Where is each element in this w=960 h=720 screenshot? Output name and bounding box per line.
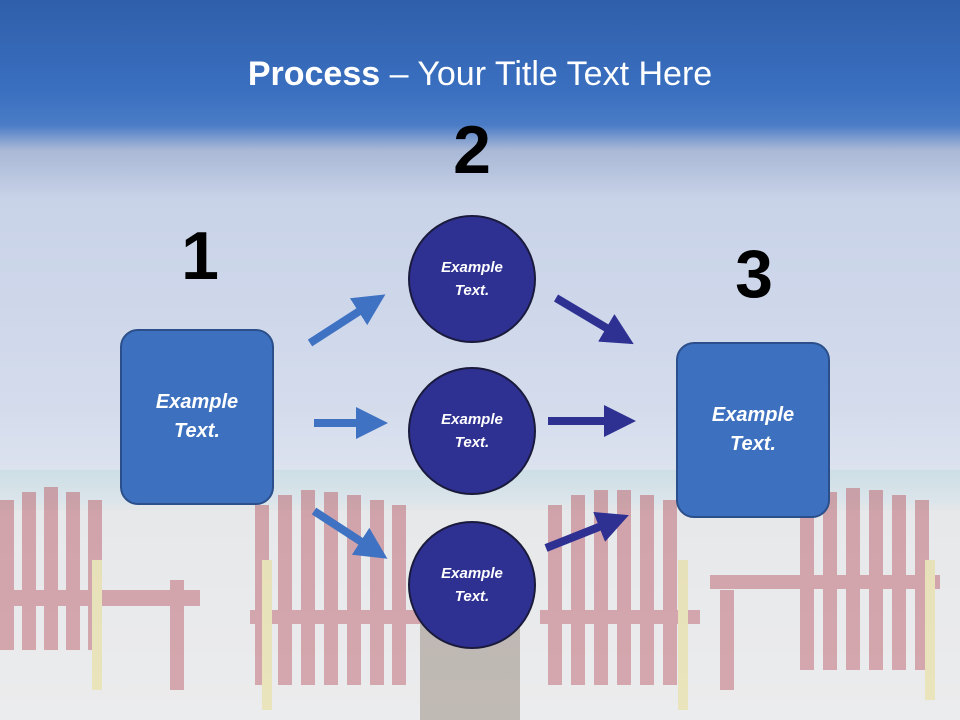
- title-bold: Process: [247, 55, 381, 93]
- bottom-process-circle[interactable]: Example Text.: [408, 521, 536, 649]
- step-number-1: 1: [181, 218, 219, 294]
- middle-process-circle[interactable]: Example Text.: [408, 367, 536, 495]
- step-number-2: 2: [453, 112, 491, 188]
- arrow-left-to-bottom: [311, 507, 388, 559]
- slide-title: Process – Your Title Text Here: [0, 52, 960, 96]
- step-number-3: 3: [735, 236, 773, 312]
- arrow-top-to-right: [553, 294, 634, 345]
- arrow-bottom-to-right: [544, 512, 629, 552]
- top-process-circle[interactable]: Example Text.: [408, 215, 536, 343]
- left-process-box[interactable]: Example Text.: [120, 329, 274, 505]
- title-rest: – Your Title Text Here: [380, 55, 713, 93]
- right-process-box[interactable]: Example Text.: [676, 342, 830, 518]
- arrow-left-to-top: [307, 294, 386, 347]
